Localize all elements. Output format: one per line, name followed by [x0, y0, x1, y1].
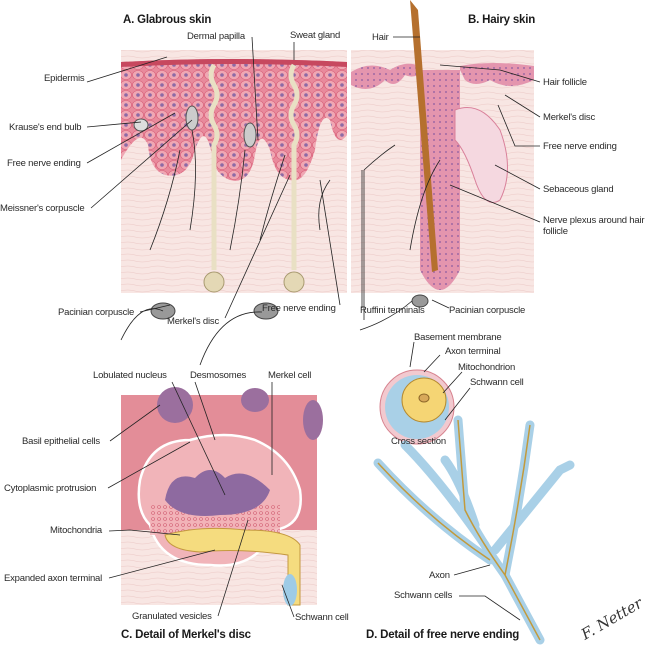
label-merkel-disc-b: Merkel's disc	[543, 112, 596, 123]
label-dermal-papilla: Dermal papilla	[187, 31, 245, 42]
hairy-skin-illustration	[351, 0, 534, 331]
label-lobulated-nucleus: Lobulated nucleus	[93, 370, 167, 381]
label-nerve-plexus: Nerve plexus around hair	[543, 215, 645, 226]
label-hair: Hair	[372, 32, 389, 43]
label-axon: Axon	[429, 570, 450, 581]
label-ruffini-terminals: Ruffini terminals	[360, 305, 425, 316]
panel-c-title: C. Detail of Merkel's disc	[121, 629, 251, 641]
label-free-nerve-ending-b: Free nerve ending	[543, 141, 617, 152]
label-meissner-corpuscle: Meissner's corpuscle	[0, 203, 85, 214]
label-epidermis: Epidermis	[44, 73, 85, 84]
netter-signature: F. Netter	[577, 594, 646, 644]
label-free-nerve-ending-a-bottom: Free nerve ending	[262, 303, 336, 314]
merkel-disc-illustration	[121, 387, 323, 606]
label-expanded-axon-terminal: Expanded axon terminal	[4, 573, 103, 584]
label-schwann-cell-d: Schwann cell	[470, 377, 524, 388]
label-mitochondrion: Mitochondrion	[458, 362, 516, 373]
label-basil-epithelial-cells: Basil epithelial cells	[22, 436, 100, 447]
label-schwann-cells: Schwann cells	[394, 590, 453, 601]
panel-d-title: D. Detail of free nerve ending	[366, 629, 520, 641]
label-nerve-plexus-cont: follicle	[543, 226, 568, 237]
label-pacinian-corpuscle-a: Pacinian corpuscle	[58, 307, 135, 318]
panel-a-title: A. Glabrous skin	[123, 14, 212, 26]
free-nerve-ending-illustration	[373, 369, 575, 645]
label-pacinian-corpuscle-b: Pacinian corpuscle	[449, 305, 526, 316]
label-basement-membrane: Basement membrane	[414, 332, 502, 343]
label-schwann-cell-c: Schwann cell	[295, 612, 349, 623]
label-desmosomes: Desmosomes	[190, 370, 247, 381]
label-sweat-gland: Sweat gland	[290, 30, 341, 41]
leader-lines	[86, 36, 541, 621]
panel-b-title: B. Hairy skin	[468, 14, 536, 26]
glabrous-skin-illustration	[120, 50, 347, 366]
label-hair-follicle: Hair follicle	[543, 77, 587, 88]
label-krause-end-bulb: Krause's end bulb	[9, 122, 82, 133]
label-merkel-cell: Merkel cell	[268, 370, 312, 381]
label-mitochondria: Mitochondria	[50, 525, 102, 536]
label-axon-terminal: Axon terminal	[445, 346, 501, 357]
label-free-nerve-ending-a: Free nerve ending	[7, 158, 81, 169]
label-merkel-disc-a: Merkel's disc	[167, 316, 220, 327]
label-sebaceous-gland: Sebaceous gland	[543, 184, 614, 195]
label-granulated-vesicles: Granulated vesicles	[132, 611, 212, 622]
label-cytoplasmic-protrusion: Cytoplasmic protrusion	[4, 483, 97, 494]
label-cross-section: Cross section	[391, 436, 446, 447]
